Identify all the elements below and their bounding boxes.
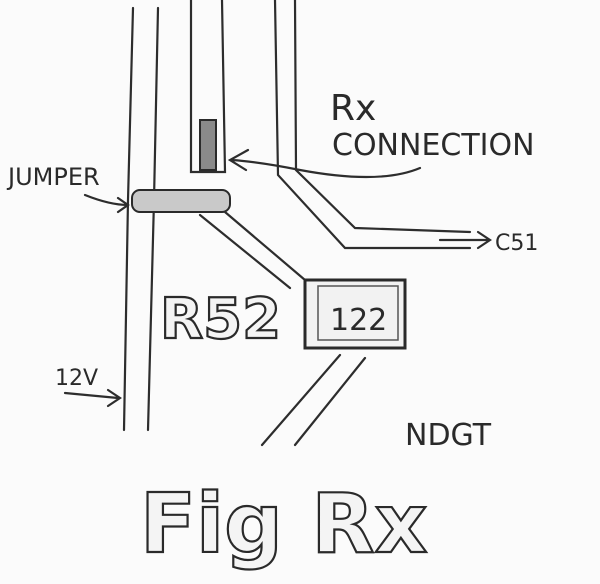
- left-rail-inner: [146, 6, 160, 432]
- component-box-inner: [317, 285, 399, 341]
- component-value-label: 122: [330, 303, 387, 338]
- r52-lead: [198, 210, 307, 290]
- rx-connection-label-1: Rx: [330, 88, 376, 129]
- author-label: NDGT: [405, 418, 492, 453]
- voltage-label: 12V: [55, 366, 98, 391]
- outer-trace-2: [293, 0, 472, 234]
- jumper-label: JUMPER: [6, 163, 100, 191]
- jumper-bar: [131, 189, 231, 213]
- rx-connection-label-2: CONNECTION: [332, 128, 535, 163]
- figure-title: Fig Rx: [140, 477, 427, 572]
- center-trace: [189, 0, 227, 174]
- rx-pad: [199, 119, 217, 171]
- outer-trace: [273, 0, 472, 250]
- component-box: [303, 278, 407, 350]
- c51-arrow: [438, 230, 492, 250]
- lower-lead: [260, 353, 367, 447]
- jumper-arrow: [83, 193, 130, 214]
- r52-label: R52: [160, 287, 281, 352]
- 12v-arrow: [63, 388, 122, 408]
- left-rail-outer: [122, 6, 135, 432]
- rx-arrow: [227, 148, 422, 179]
- c51-label: C51: [495, 231, 538, 256]
